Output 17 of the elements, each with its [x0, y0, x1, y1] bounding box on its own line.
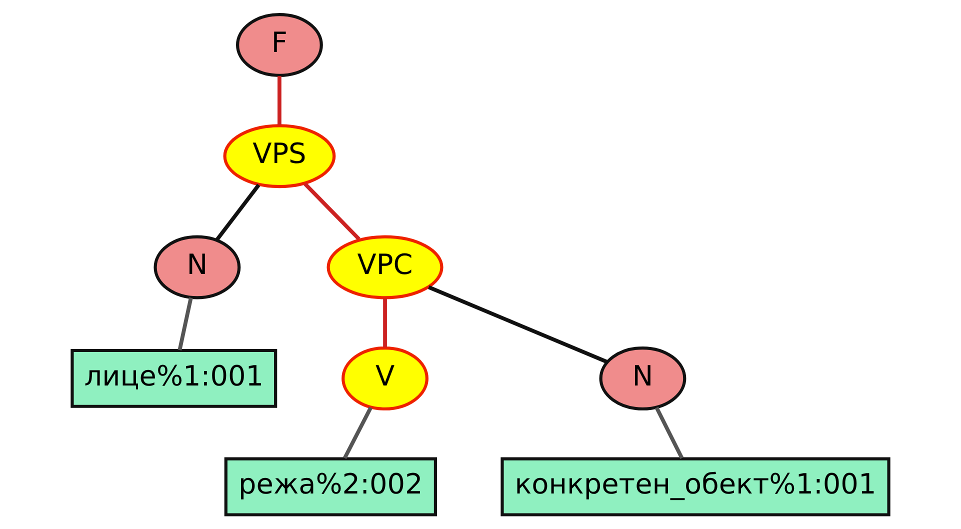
node-box: конкретен_обект%1:001: [500, 457, 890, 516]
node-ellipse: VPC: [326, 235, 444, 300]
node-ellipse: N: [154, 235, 241, 300]
connector: [278, 76, 282, 126]
connector: [383, 298, 387, 348]
connector: [428, 285, 608, 364]
connector: [216, 184, 260, 241]
connector: [304, 182, 360, 240]
node-box: режа%2:002: [224, 457, 438, 516]
node-box: лице%1:001: [70, 348, 278, 408]
connector: [654, 406, 684, 460]
node-ellipse: F: [236, 13, 323, 77]
node-ellipse: N: [599, 346, 686, 410]
node-ellipse: VPS: [223, 124, 336, 188]
connector: [342, 406, 372, 460]
connector: [178, 297, 193, 350]
node-ellipse: V: [342, 346, 428, 410]
